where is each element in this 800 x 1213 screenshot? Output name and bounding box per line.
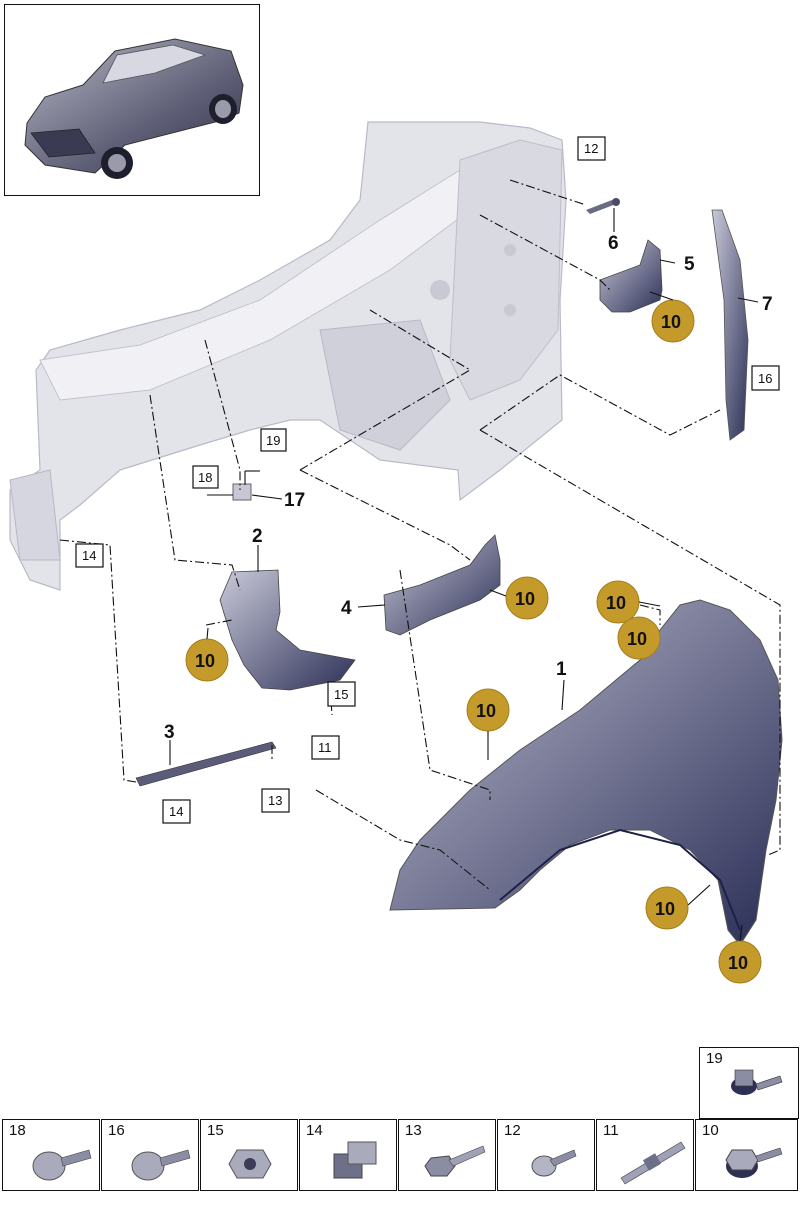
rivet-icon xyxy=(32,1149,92,1181)
badge-10-bracket5: 10 xyxy=(651,299,695,343)
badge-10-fender-top2: 10 xyxy=(617,616,661,660)
bracket-part-2 xyxy=(219,569,356,691)
rod-part-3 xyxy=(135,741,277,787)
fastener-cell-19: 19 xyxy=(699,1047,799,1119)
boxed-callout-14-lower: 14 xyxy=(162,799,191,824)
svg-text:19: 19 xyxy=(266,433,280,448)
suv-icon xyxy=(24,38,244,179)
callout-2: 2 xyxy=(252,526,263,547)
fastener-cell-10: 10 xyxy=(695,1119,798,1191)
svg-text:10: 10 xyxy=(728,953,748,973)
fastener-num-12: 12 xyxy=(504,1122,521,1139)
fastener-cell-12: 12 xyxy=(497,1119,595,1191)
fastener-num-19: 19 xyxy=(706,1050,723,1067)
badge-10-fender-rear: 10 xyxy=(645,886,689,930)
svg-text:10: 10 xyxy=(515,589,535,609)
boxed-callout-15: 15 xyxy=(327,681,356,707)
badge-10-bracket4: 10 xyxy=(505,576,549,620)
stud-bolt-icon xyxy=(620,1141,686,1185)
svg-text:10: 10 xyxy=(655,899,675,919)
nut-icon xyxy=(333,1141,377,1179)
assembly-lines xyxy=(59,179,781,891)
fastener-num-15: 15 xyxy=(207,1122,224,1139)
svg-text:18: 18 xyxy=(198,470,212,485)
bracket-part-5 xyxy=(599,239,663,313)
fastener-num-13: 13 xyxy=(405,1122,422,1139)
badge-10-fender-bottom: 10 xyxy=(718,940,762,984)
callout-3: 3 xyxy=(164,722,175,743)
boxed-callout-14-upper: 14 xyxy=(75,543,104,568)
boxed-callout-11: 11 xyxy=(311,735,340,760)
boxed-callout-16: 16 xyxy=(751,365,780,391)
fastener-cell-13: 13 xyxy=(398,1119,496,1191)
boxed-callout-12: 12 xyxy=(577,136,606,161)
bracket-part-4 xyxy=(383,534,501,636)
fastener-num-16: 16 xyxy=(108,1122,125,1139)
body-structure xyxy=(9,121,567,591)
svg-text:10: 10 xyxy=(476,701,496,721)
badge-10-fender-top: 10 xyxy=(596,580,640,624)
svg-text:11: 11 xyxy=(318,740,332,755)
badge-10-fender-mid: 10 xyxy=(466,688,510,732)
screw-icon xyxy=(531,1149,577,1177)
badge-10-bracket2: 10 xyxy=(185,638,229,682)
fastener-num-18: 18 xyxy=(9,1122,26,1139)
fastener-cell-16: 16 xyxy=(101,1119,199,1191)
svg-text:10: 10 xyxy=(195,651,215,671)
hex-bolt-icon xyxy=(424,1145,486,1177)
svg-text:10: 10 xyxy=(661,312,681,332)
svg-text:10: 10 xyxy=(627,629,647,649)
bolt-part-6 xyxy=(586,200,616,214)
callout-6: 6 xyxy=(608,233,619,254)
fastener-num-10: 10 xyxy=(702,1122,719,1139)
fastener-cell-15: 15 xyxy=(200,1119,298,1191)
fastener-table-row: 18 16 15 14 13 12 xyxy=(2,1119,800,1191)
boxed-callout-13: 13 xyxy=(261,788,290,813)
fastener-cell-14: 14 xyxy=(299,1119,397,1191)
hex-nut-icon xyxy=(228,1149,272,1179)
callout-4: 4 xyxy=(341,598,352,619)
svg-text:14: 14 xyxy=(169,804,183,819)
fastener-num-14: 14 xyxy=(306,1122,323,1139)
svg-text:14: 14 xyxy=(82,548,96,563)
svg-text:10: 10 xyxy=(606,593,626,613)
svg-text:12: 12 xyxy=(584,141,598,156)
leader-lines xyxy=(169,208,759,765)
fastener-cell-18: 18 xyxy=(2,1119,100,1191)
callout-17: 17 xyxy=(284,490,305,511)
svg-text:16: 16 xyxy=(758,371,772,386)
fastener-cell-11: 11 xyxy=(596,1119,694,1191)
fastener-num-11: 11 xyxy=(603,1122,619,1139)
vehicle-overview-frame xyxy=(4,4,260,196)
flange-screw-icon xyxy=(731,1069,783,1095)
boxed-callout-19: 19 xyxy=(260,428,287,452)
callout-7: 7 xyxy=(762,294,773,315)
boxed-callout-18: 18 xyxy=(192,465,219,489)
clip-part-17 xyxy=(232,483,252,501)
callout-5: 5 xyxy=(684,254,695,275)
callout-1: 1 xyxy=(556,659,567,680)
fender-part-1 xyxy=(389,599,783,946)
flange-screw-icon xyxy=(725,1147,783,1178)
svg-text:15: 15 xyxy=(334,687,348,702)
rivet-icon xyxy=(131,1149,191,1181)
seal-strip-part xyxy=(711,209,749,441)
svg-text:13: 13 xyxy=(268,793,282,808)
